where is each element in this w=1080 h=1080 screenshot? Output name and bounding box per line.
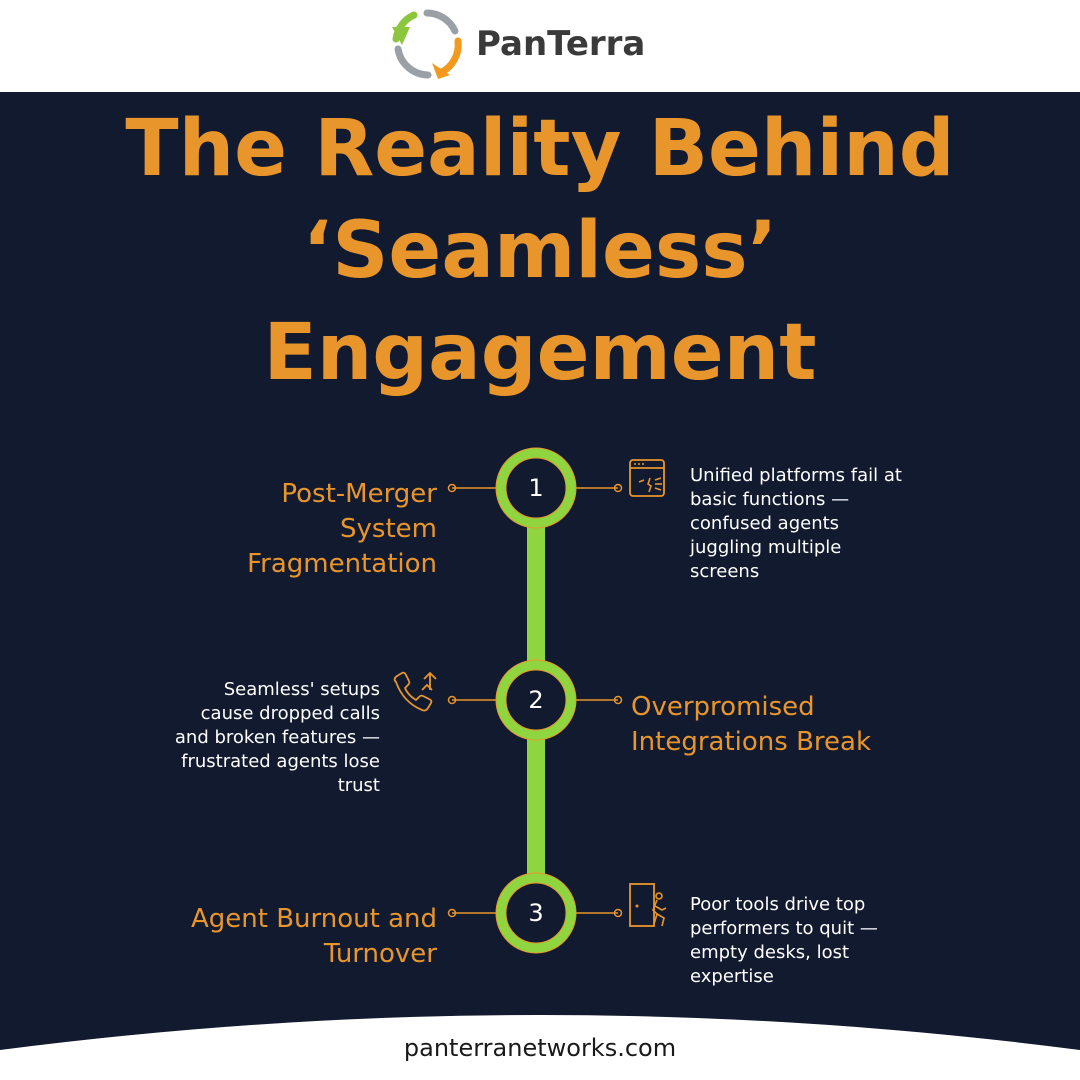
step-1-heading: Post-Merger System Fragmentation	[247, 477, 437, 582]
step-1-desc-line: basic functions —	[690, 489, 850, 510]
step-number-1: 1	[528, 474, 544, 502]
logo-wordmark: PanTerra	[476, 24, 646, 64]
step-3-desc-line: performers to quit —	[690, 918, 878, 939]
step-1-desc-line: juggling multiple	[690, 537, 842, 558]
page-title: The Reality Behind ‘Seamless’ Engagement	[0, 98, 1080, 404]
step-node-2	[496, 660, 576, 740]
step-1-heading-line: Fragmentation	[247, 549, 437, 579]
step-2-desc-line: Seamless' setups	[223, 679, 380, 700]
step-1-heading-line: Post-Merger	[281, 479, 437, 509]
step-number-3: 3	[528, 899, 544, 927]
footer-curve	[0, 1015, 1080, 1080]
timeline-bar-1	[527, 520, 545, 670]
timeline-bar-2	[527, 730, 545, 880]
step-2-heading: Overpromised Integrations Break	[631, 690, 871, 760]
panterra-logo[interactable]: PanTerra	[388, 4, 645, 84]
step-node-3	[496, 873, 576, 953]
person-leaving-icon	[629, 883, 667, 927]
panterra-logo-icon	[392, 9, 462, 79]
dropped-call-icon	[393, 671, 437, 712]
step-node-1	[496, 448, 576, 528]
step-2-heading-line: Overpromised	[631, 692, 815, 722]
step-2-desc-line: and broken features —	[174, 727, 380, 748]
step-1-description: Unified platforms fail at basic function…	[690, 464, 902, 584]
website-link[interactable]: panterranetworks.com	[403, 1034, 677, 1062]
step-2-description: Seamless' setups cause dropped calls and…	[175, 678, 380, 798]
title-line-1: The Reality Behind	[125, 104, 955, 194]
step-1-desc-line: screens	[690, 561, 760, 582]
step-3-desc-line: expertise	[690, 966, 774, 987]
step-2-heading-line: Integrations Break	[631, 727, 872, 757]
title-line-3: Engagement	[263, 308, 817, 398]
title-line-2: ‘Seamless’	[302, 206, 778, 296]
broken-screen-icon	[629, 459, 665, 497]
step-1-desc-line: Unified platforms fail at	[690, 465, 902, 486]
step-3-heading: Agent Burnout and Turnover	[191, 902, 437, 972]
step-number-2: 2	[528, 686, 544, 714]
header: PanTerra	[0, 0, 1080, 92]
step-1-desc-line: confused agents	[690, 513, 840, 534]
step-2-desc-line: cause dropped calls	[200, 703, 380, 724]
step-3-description: Poor tools drive top performers to quit …	[690, 893, 878, 989]
step-3-desc-line: Poor tools drive top	[690, 894, 866, 915]
step-2-desc-line: frustrated agents lose	[181, 751, 380, 772]
step-3-desc-line: empty desks, lost	[690, 942, 850, 963]
step-2-desc-line: trust	[337, 775, 380, 796]
step-3-heading-line: Turnover	[323, 939, 437, 969]
step-1-heading-line: System	[340, 514, 437, 544]
step-3-heading-line: Agent Burnout and	[190, 904, 437, 934]
